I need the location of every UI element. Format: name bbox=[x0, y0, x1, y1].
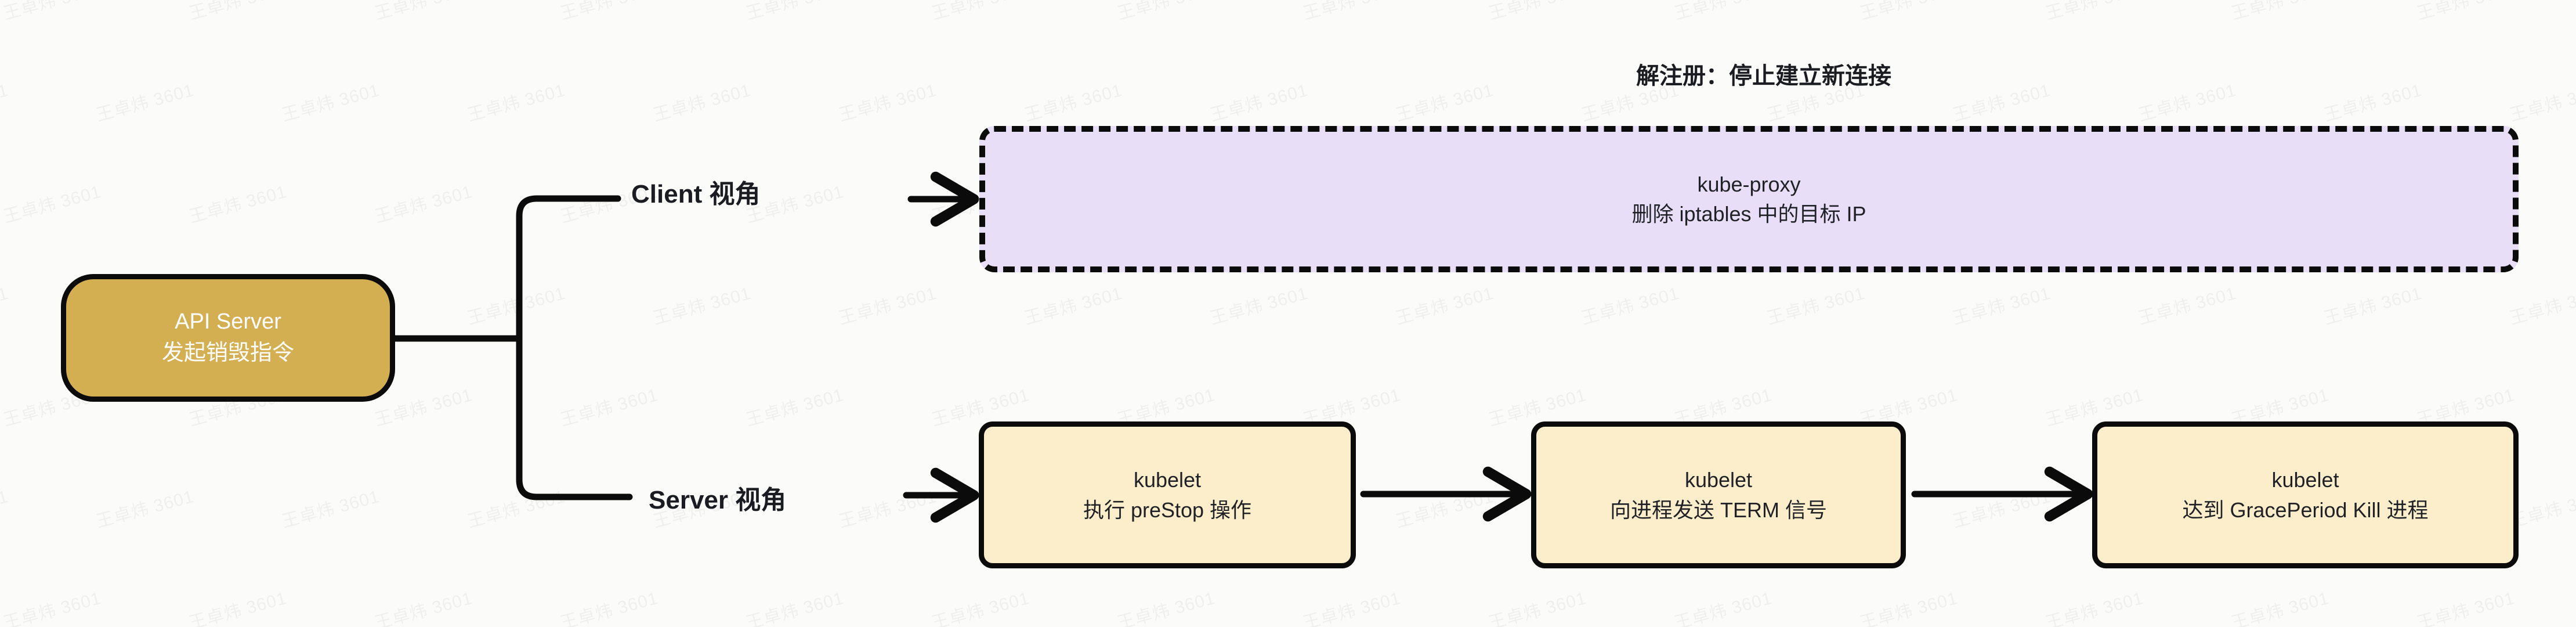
watermark-text: 王卓炜 3601 bbox=[2321, 75, 2425, 126]
watermark-text: 王卓炜 3601 bbox=[186, 583, 290, 627]
watermark-text: 王卓炜 3601 bbox=[743, 583, 846, 627]
node-kubelet-term-title: kubelet bbox=[1684, 468, 1753, 492]
watermark-text: 王卓炜 3601 bbox=[186, 0, 290, 25]
watermark-text: 王卓炜 3601 bbox=[2135, 279, 2239, 329]
watermark-text: 王卓炜 3601 bbox=[2321, 279, 2425, 329]
watermark-text: 王卓炜 3601 bbox=[557, 0, 661, 25]
watermark-text: 王卓炜 3601 bbox=[1021, 279, 1125, 329]
watermark-text: 王卓炜 3601 bbox=[186, 177, 290, 228]
watermark-text: 王卓炜 3601 bbox=[1485, 583, 1589, 627]
watermark-text: 王卓炜 3601 bbox=[0, 583, 104, 627]
watermark-text: 王卓炜 3601 bbox=[2414, 0, 2517, 25]
watermark-text: 王卓炜 3601 bbox=[2506, 75, 2576, 126]
watermark-text: 王卓炜 3601 bbox=[1114, 583, 1218, 627]
node-kubelet-prestop-subtitle: 执行 preStop 操作 bbox=[1083, 498, 1252, 522]
branch-label-server-view: Server 视角 bbox=[649, 486, 787, 514]
node-kubelet-term[interactable]: kubelet 向进程发送 TERM 信号 bbox=[1531, 421, 1906, 568]
watermark-text: 王卓炜 3601 bbox=[650, 279, 754, 329]
watermark-text: 王卓炜 3601 bbox=[1764, 279, 1868, 329]
node-kubelet-prestop-title: kubelet bbox=[1133, 468, 1202, 492]
watermark-text: 王卓炜 3601 bbox=[1207, 279, 1311, 329]
watermark-text: 王卓炜 3601 bbox=[278, 482, 382, 532]
watermark-text: 王卓炜 3601 bbox=[2228, 0, 2332, 25]
watermark-text: 王卓炜 3601 bbox=[93, 482, 197, 532]
watermark-text: 王卓炜 3601 bbox=[1671, 583, 1775, 627]
node-kube-proxy[interactable]: kube-proxy 删除 iptables 中的目标 IP bbox=[979, 126, 2519, 272]
node-kubelet-kill-subtitle: 达到 GracePeriod Kill 进程 bbox=[2182, 498, 2429, 522]
watermark-text: 王卓炜 3601 bbox=[2042, 583, 2146, 627]
watermark-text: 王卓炜 3601 bbox=[2228, 583, 2332, 627]
watermark-text: 王卓炜 3601 bbox=[743, 0, 846, 25]
watermark-text: 王卓炜 3601 bbox=[93, 75, 197, 126]
watermark-text: 王卓炜 3601 bbox=[1392, 75, 1496, 126]
watermark-text: 王卓炜 3601 bbox=[2506, 279, 2576, 329]
watermark-text: 王卓炜 3601 bbox=[1857, 583, 1960, 627]
watermark-text: 王卓炜 3601 bbox=[2135, 75, 2239, 126]
node-kubelet-kill-title: kubelet bbox=[2271, 468, 2339, 492]
watermark-text: 王卓炜 3601 bbox=[0, 482, 11, 532]
watermark-text: 王卓炜 3601 bbox=[464, 75, 568, 126]
watermark-text: 王卓炜 3601 bbox=[2414, 583, 2517, 627]
watermark-text: 王卓炜 3601 bbox=[0, 279, 11, 329]
edge-branch-server bbox=[516, 335, 633, 500]
watermark-text: 王卓炜 3601 bbox=[835, 75, 939, 126]
watermark-text: 王卓炜 3601 bbox=[1300, 0, 1403, 25]
node-api-server-subtitle: 发起销毁指令 bbox=[161, 341, 294, 365]
watermark-text: 王卓炜 3601 bbox=[1392, 279, 1496, 329]
watermark-text: 王卓炜 3601 bbox=[1114, 0, 1218, 25]
watermark-text: 王卓炜 3601 bbox=[928, 583, 1032, 627]
watermark-text: 王卓炜 3601 bbox=[464, 482, 568, 532]
watermark-text: 王卓炜 3601 bbox=[0, 0, 104, 25]
watermark-text: 王卓炜 3601 bbox=[835, 279, 939, 329]
watermark-text: 王卓炜 3601 bbox=[371, 0, 475, 25]
watermark-text: 王卓炜 3601 bbox=[278, 75, 382, 126]
watermark-text: 王卓炜 3601 bbox=[1300, 583, 1403, 627]
watermark-text: 王卓炜 3601 bbox=[1671, 0, 1775, 25]
watermark-text: 王卓炜 3601 bbox=[650, 75, 754, 126]
node-kubelet-kill[interactable]: kubelet 达到 GracePeriod Kill 进程 bbox=[2092, 421, 2519, 568]
branch-label-client-view: Client 视角 bbox=[631, 180, 761, 208]
watermark-text: 王卓炜 3601 bbox=[2042, 0, 2146, 25]
watermark-text: 王卓炜 3601 bbox=[1392, 482, 1496, 532]
watermark-text: 王卓炜 3601 bbox=[1207, 75, 1311, 126]
watermark-text: 王卓炜 3601 bbox=[557, 583, 661, 627]
watermark-text: 王卓炜 3601 bbox=[1485, 0, 1589, 25]
watermark-text: 王卓炜 3601 bbox=[1578, 279, 1682, 329]
watermark-text: 王卓炜 3601 bbox=[1949, 482, 2053, 532]
node-kube-proxy-title: kube-proxy bbox=[1697, 172, 1801, 196]
watermark-text: 王卓炜 3601 bbox=[1949, 279, 2053, 329]
node-kubelet-prestop[interactable]: kubelet 执行 preStop 操作 bbox=[979, 421, 1356, 568]
watermark-text: 王卓炜 3601 bbox=[743, 380, 846, 431]
watermark-text: 王卓炜 3601 bbox=[464, 279, 568, 329]
deregister-heading: 解注册：停止建立新连接 bbox=[1636, 63, 1891, 89]
watermark-text: 王卓炜 3601 bbox=[1021, 75, 1125, 126]
watermark-text: 王卓炜 3601 bbox=[1857, 0, 1960, 25]
watermark-text: 王卓炜 3601 bbox=[557, 380, 661, 431]
node-api-server-title: API Server bbox=[175, 309, 281, 334]
watermark-text: 王卓炜 3601 bbox=[1949, 75, 2053, 126]
node-api-server[interactable]: API Server 发起销毁指令 bbox=[61, 274, 395, 402]
watermark-text: 王卓炜 3601 bbox=[371, 583, 475, 627]
watermark-text: 王卓炜 3601 bbox=[928, 0, 1032, 25]
edge-branch-client-ortho bbox=[516, 195, 621, 342]
watermark-text: 王卓炜 3601 bbox=[0, 177, 104, 228]
node-kube-proxy-subtitle: 删除 iptables 中的目标 IP bbox=[1631, 202, 1866, 226]
watermark-text: 王卓炜 3601 bbox=[0, 75, 11, 126]
watermark-text: 王卓炜 3601 bbox=[835, 482, 939, 532]
watermark-text: 王卓炜 3601 bbox=[371, 177, 475, 228]
node-kubelet-term-subtitle: 向进程发送 TERM 信号 bbox=[1610, 498, 1827, 522]
